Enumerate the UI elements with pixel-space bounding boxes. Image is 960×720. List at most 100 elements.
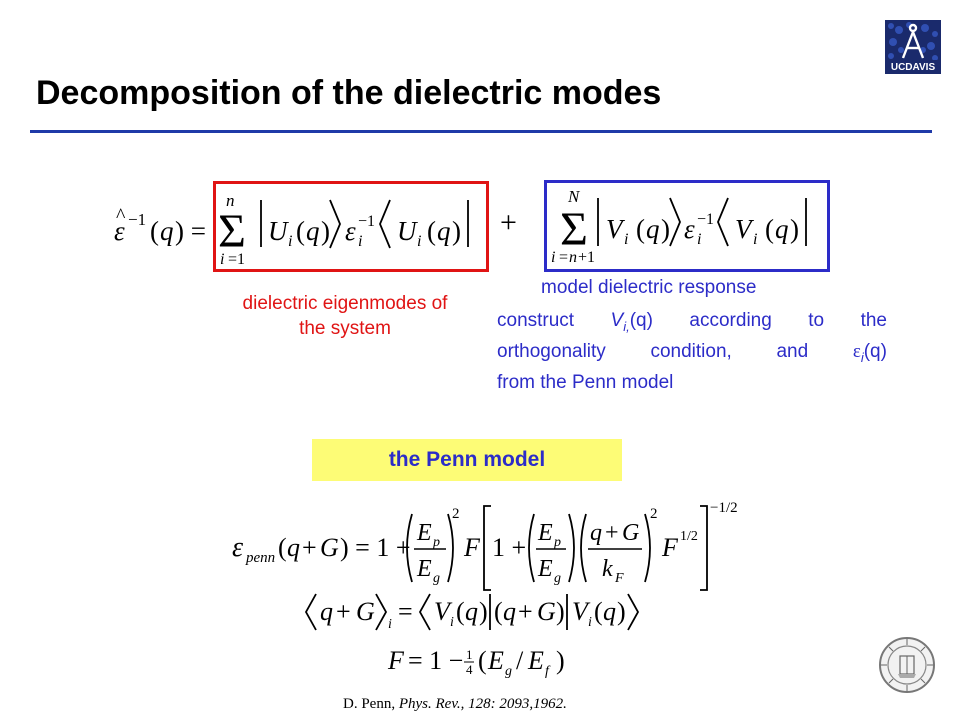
- svg-text:(: (: [278, 533, 287, 562]
- decomposition-equation: ε ^ −1 ( q ) = n Σ i =1 U i ( q ) ε i −1…: [114, 187, 807, 268]
- svg-text:1 +: 1 +: [492, 533, 526, 562]
- title-divider: [30, 130, 932, 133]
- svg-text:q: q: [437, 216, 451, 246]
- svg-text:k: k: [602, 556, 613, 582]
- svg-text:^: ^: [116, 205, 126, 227]
- svg-text:E: E: [537, 520, 553, 546]
- svg-text:i: i: [288, 233, 292, 250]
- svg-text:penn: penn: [245, 550, 275, 566]
- svg-text:E: E: [416, 556, 432, 582]
- ucdavis-logo-icon: UCDAVIS: [885, 20, 941, 74]
- svg-text:): ): [617, 597, 626, 626]
- citation-author: D. Penn,: [343, 696, 399, 712]
- svg-text:q: q: [160, 216, 174, 246]
- svg-text:): ): [556, 646, 565, 675]
- svg-text:= 1 −: = 1 −: [408, 646, 463, 675]
- svg-text:1: 1: [466, 647, 473, 662]
- svg-text:q: q: [306, 216, 320, 246]
- svg-text:q: q: [603, 597, 616, 626]
- svg-text:): ): [321, 216, 330, 246]
- construct-line-2: orthogonality condition, and εi(q): [497, 339, 887, 370]
- svg-text:E: E: [487, 646, 504, 675]
- model-response-label: model dielectric response: [541, 277, 757, 298]
- svg-text:q: q: [287, 533, 300, 562]
- svg-text:F: F: [387, 646, 405, 675]
- svg-text:g: g: [505, 664, 512, 679]
- plus-sign: +: [500, 206, 517, 239]
- svg-text:): ): [479, 597, 488, 626]
- construct-vi-term: Vi,(q): [611, 308, 653, 339]
- svg-text:4: 4: [466, 662, 473, 677]
- construct-v-arg: (q): [629, 310, 653, 331]
- construct-line-3: from the Penn model: [497, 371, 674, 393]
- svg-text:V: V: [606, 214, 626, 244]
- svg-text:i: i: [388, 617, 392, 632]
- svg-text:(: (: [765, 214, 774, 244]
- construct-v-symbol: V: [610, 310, 624, 331]
- penn-model-highlight: [312, 439, 622, 481]
- svg-text:p: p: [553, 535, 561, 550]
- svg-text:): ): [556, 597, 565, 626]
- svg-text:i: i: [551, 249, 555, 266]
- svg-text:i: i: [697, 231, 701, 248]
- svg-text:): ): [452, 216, 461, 246]
- svg-text:q: q: [503, 597, 516, 626]
- eigenmode-sum-box: [213, 181, 489, 272]
- svg-text:(: (: [456, 597, 465, 626]
- svg-text:(: (: [478, 646, 487, 675]
- construct-epsilon-symbol: ε: [852, 340, 861, 362]
- svg-text:i: i: [624, 231, 628, 248]
- svg-text:): ): [790, 214, 799, 244]
- construct-word: condition,: [650, 340, 732, 362]
- svg-text:n: n: [226, 191, 235, 210]
- logo-text: UCDAVIS: [891, 62, 936, 73]
- svg-text:q: q: [320, 597, 333, 626]
- svg-text:(: (: [427, 216, 436, 246]
- svg-text:=1: =1: [228, 251, 245, 268]
- svg-text:=: =: [559, 249, 568, 266]
- svg-text:/: /: [516, 646, 524, 675]
- svg-text:−1/2: −1/2: [710, 500, 738, 516]
- svg-text:i: i: [220, 251, 224, 268]
- construct-word: according: [689, 310, 772, 331]
- svg-text:+: +: [302, 533, 317, 562]
- svg-text:q: q: [775, 214, 789, 244]
- svg-text:−1: −1: [128, 210, 146, 229]
- eigenmode-note-line1: dielectric eigenmodes of: [242, 293, 448, 314]
- svg-text:N: N: [567, 187, 581, 206]
- svg-text:p: p: [432, 535, 440, 550]
- svg-text:(: (: [296, 216, 305, 246]
- svg-text:ε: ε: [345, 216, 356, 246]
- svg-text:ε: ε: [684, 214, 695, 244]
- construct-word: to: [808, 310, 825, 331]
- construct-v-subscript: i,: [623, 318, 630, 334]
- svg-text:q: q: [465, 597, 478, 626]
- svg-text:2: 2: [452, 506, 460, 522]
- construct-line-1: construct Vi,(q) according to the: [497, 308, 887, 339]
- svg-text:i: i: [358, 233, 362, 250]
- svg-text:g: g: [433, 571, 440, 586]
- svg-text:E: E: [527, 646, 544, 675]
- model-sum-box: [544, 180, 830, 272]
- svg-text:F: F: [614, 571, 624, 586]
- penn-model-label: the Penn model: [388, 448, 546, 471]
- svg-text:) =: ) =: [175, 216, 206, 246]
- svg-text:(: (: [494, 597, 503, 626]
- svg-text:+: +: [605, 520, 619, 546]
- construct-epsilon-subscript: i: [860, 349, 864, 365]
- svg-text:G: G: [356, 597, 375, 626]
- svg-text:=: =: [398, 597, 413, 626]
- construct-word: the: [860, 310, 887, 331]
- svg-text:G: G: [537, 597, 556, 626]
- svg-text:F: F: [661, 533, 679, 562]
- eigenmode-note-line2: the system: [299, 318, 391, 339]
- svg-text:G: G: [320, 533, 339, 562]
- svg-text:g: g: [554, 571, 561, 586]
- svg-text:(: (: [150, 216, 159, 246]
- svg-text:q: q: [590, 520, 602, 546]
- svg-text:2: 2: [650, 506, 658, 522]
- page-title: Decomposition of the dielectric modes: [36, 74, 662, 112]
- svg-text:(: (: [636, 214, 645, 244]
- svg-text:i: i: [417, 233, 421, 250]
